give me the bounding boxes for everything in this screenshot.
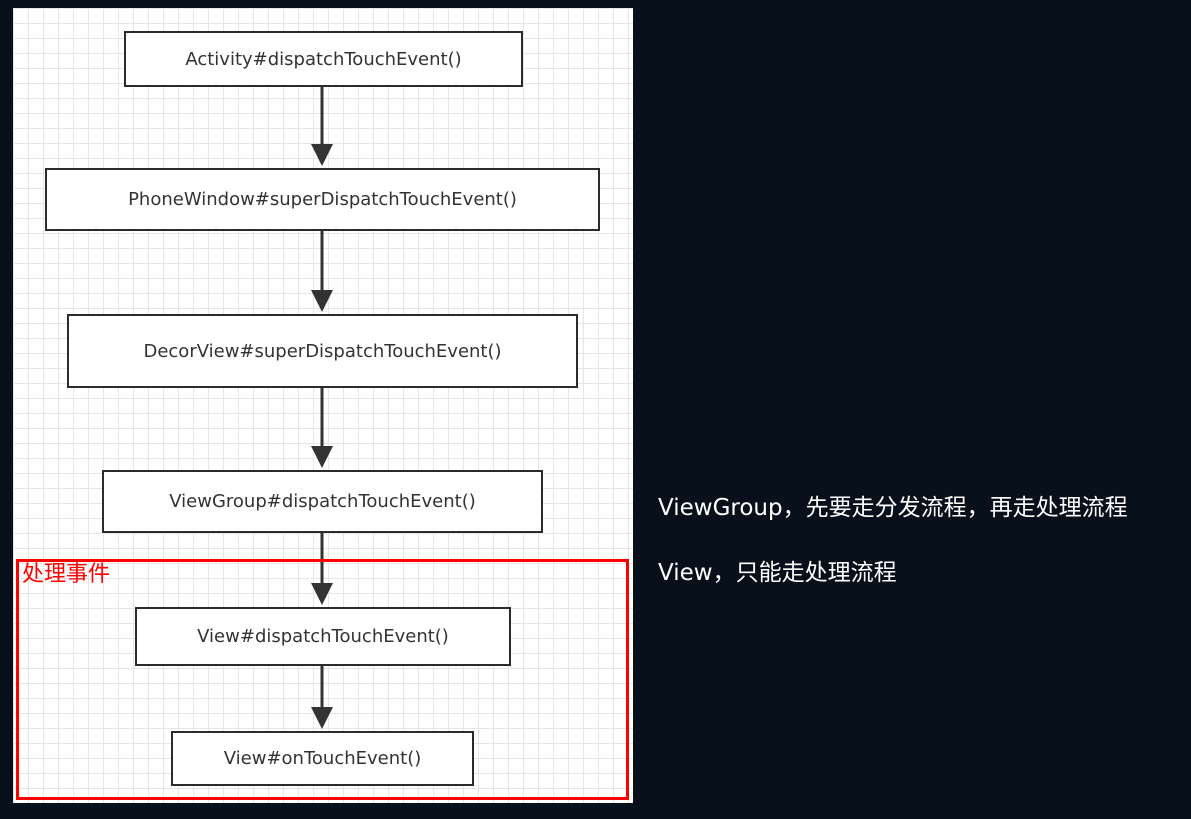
processing-label: 处理事件: [22, 562, 111, 587]
view-note: View，只能走处理流程: [658, 560, 897, 586]
node-activity-dispatch: Activity#dispatchTouchEvent(): [124, 31, 523, 87]
processing-highlight-box: [16, 559, 629, 800]
viewgroup-note: ViewGroup，先要走分发流程，再走处理流程: [658, 495, 1128, 521]
node-view-dispatch: View#dispatchTouchEvent(): [135, 607, 511, 666]
node-view-ontouch: View#onTouchEvent(): [171, 731, 474, 786]
node-viewgroup-dispatch: ViewGroup#dispatchTouchEvent(): [102, 470, 543, 533]
node-phonewindow-dispatch: PhoneWindow#superDispatchTouchEvent(): [45, 168, 600, 231]
node-decorview-dispatch: DecorView#superDispatchTouchEvent(): [67, 314, 578, 388]
